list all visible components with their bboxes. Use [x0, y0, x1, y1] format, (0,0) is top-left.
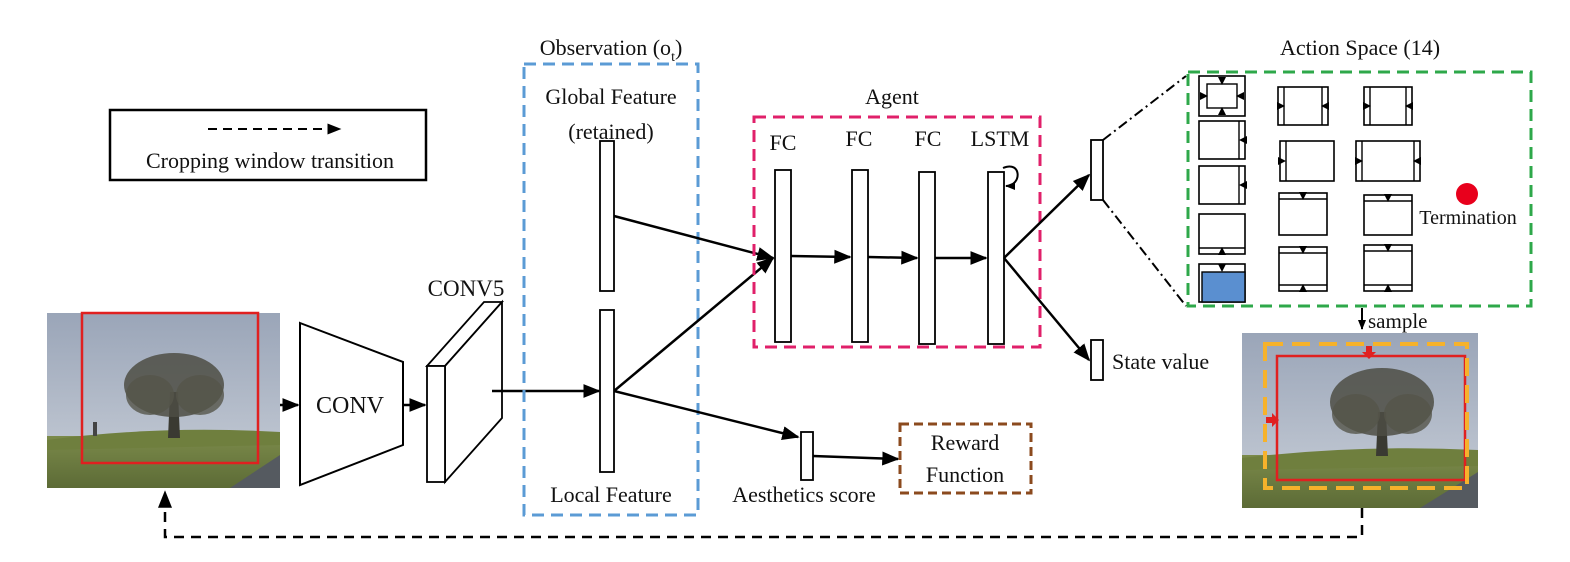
- action-icon-right-edge: [1278, 140, 1335, 182]
- arrow-icon: [1299, 192, 1307, 200]
- arrow-icon: [1200, 92, 1208, 100]
- action-icon-shrink-height: [1363, 244, 1413, 292]
- arrow-icon: [1299, 284, 1307, 292]
- action-icon-shrink-height: [1278, 246, 1328, 292]
- termination-dot: [1456, 183, 1478, 205]
- reward-label-line2: Function: [926, 462, 1004, 487]
- state-value-label: State value: [1112, 349, 1209, 374]
- arrow-icon: [1239, 136, 1247, 144]
- action-icon-shrink-width: [1355, 140, 1421, 182]
- action-icon-shrink-all: [1198, 75, 1246, 117]
- agent-layer-label: FC: [915, 126, 942, 151]
- arrow-icon: [1218, 264, 1226, 272]
- input-photo: [47, 311, 280, 488]
- action-icon-shrink-width: [1363, 86, 1413, 126]
- action-icon-left-edge: [1198, 165, 1247, 205]
- policy-vector: [1090, 139, 1104, 201]
- state-value-vector: [1090, 339, 1104, 381]
- crop-transition-loop: [158, 490, 1364, 539]
- sample-label: sample: [1368, 309, 1427, 333]
- termination-label: Termination: [1419, 207, 1516, 229]
- new-crop-window: [1263, 342, 1469, 490]
- local-feature-vector: [599, 309, 615, 473]
- output-photo: [1242, 333, 1478, 508]
- action-icon-shrink-width: [1277, 86, 1329, 126]
- input-crop-window: [80, 311, 260, 465]
- arrow-icon: [1236, 92, 1244, 100]
- shift-right-icon: [1266, 413, 1279, 427]
- reward-label-line1: Reward: [931, 430, 999, 455]
- arrow-icon: [1277, 102, 1285, 110]
- global-feature-sublabel: (retained): [568, 119, 654, 144]
- arrow-icon: [1218, 247, 1226, 255]
- arrow-icon: [1384, 284, 1392, 292]
- agent-box: Agent FC FC FC LSTM: [752, 84, 1042, 349]
- agent-layer-label: FC: [770, 130, 797, 155]
- action-icon-top-edge: [1278, 192, 1328, 236]
- fc-layer-1: [774, 169, 792, 343]
- lstm-layer: [987, 171, 1005, 345]
- global-feature-label: Global Feature: [545, 84, 676, 109]
- arrow-icon: [1413, 157, 1421, 165]
- global-feature-vector: [599, 140, 615, 292]
- arrow-icon: [1363, 102, 1371, 110]
- action-icon-filled: [1198, 263, 1246, 303]
- action-icon-grid: [1198, 75, 1421, 303]
- arrow-icon: [1218, 107, 1226, 115]
- action-icon-top-edge: [1363, 194, 1413, 236]
- agent-layer-label: FC: [846, 126, 873, 151]
- arrow-icon: [1218, 77, 1226, 85]
- observation-box: Observation (ot) Global Feature (retaine…: [522, 35, 700, 517]
- lstm-recurrent-loop: [1002, 165, 1019, 190]
- arrow-icon: [1278, 157, 1286, 165]
- shift-down-icon: [1362, 346, 1376, 359]
- fc-layer-2: [851, 169, 869, 343]
- local-feature-label: Local Feature: [550, 482, 672, 507]
- arrow-icon: [1405, 102, 1413, 110]
- action-icon-bottom-edge: [1198, 213, 1246, 255]
- conv-block: CONV: [299, 321, 404, 487]
- arrow-icon: [1321, 102, 1329, 110]
- legend-label: Cropping window transition: [146, 148, 394, 173]
- aesthetics-vector: [800, 431, 814, 481]
- arrow-icon: [1299, 246, 1307, 254]
- arrow-icon: [1355, 157, 1363, 165]
- fc-layer-3: [918, 171, 936, 345]
- conv5-block: CONV5: [424, 276, 505, 485]
- action-icon-left-edge: [1198, 120, 1247, 160]
- conv5-label: CONV5: [428, 276, 505, 301]
- reward-function-box: Reward Function: [898, 422, 1033, 495]
- action-space-title: Action Space (14): [1280, 35, 1440, 60]
- conv-label: CONV: [316, 393, 385, 419]
- observation-title: Observation (ot): [540, 35, 683, 65]
- aesthetics-label: Aesthetics score: [732, 482, 876, 507]
- action-space-box: Action Space (14) Termination: [1186, 35, 1533, 308]
- agent-layer-label: LSTM: [971, 126, 1030, 151]
- agent-title: Agent: [865, 84, 919, 109]
- arrow-icon: [1384, 244, 1392, 252]
- legend-box: Cropping window transition: [108, 108, 428, 182]
- arrow-icon: [1239, 181, 1247, 189]
- arrow-icon: [1384, 194, 1392, 202]
